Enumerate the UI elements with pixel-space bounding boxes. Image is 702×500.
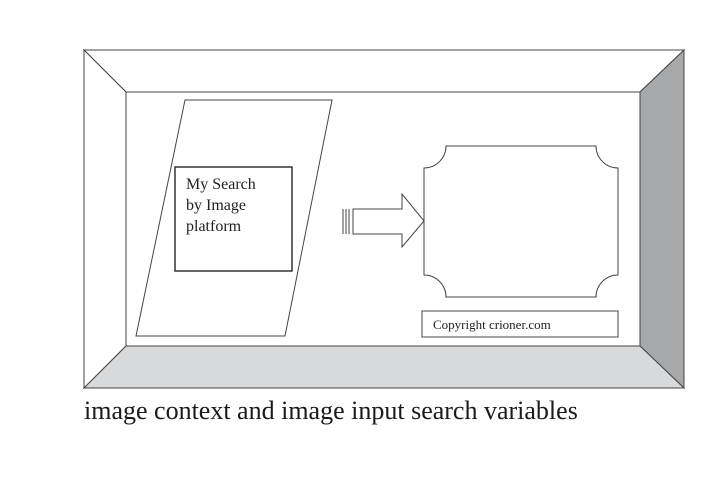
diagram-caption: image context and image input search var…	[84, 396, 578, 425]
output-image-frame	[423, 145, 619, 298]
frame-top-bevel	[82, 49, 686, 93]
input-box-line-3: platform	[186, 218, 242, 235]
input-box-line-2: by Image	[186, 197, 246, 214]
input-box-line-1: My Search	[186, 176, 256, 193]
copyright-text: Copyright crioner.com	[433, 317, 551, 332]
frame-outer-border	[83, 49, 685, 389]
frame-left-bevel	[83, 48, 127, 390]
copyright-box	[421, 310, 619, 338]
input-text-box	[174, 166, 293, 272]
frame-right-bevel	[639, 48, 685, 390]
frame-bottom-bevel	[82, 345, 686, 389]
right-arrow-icon	[342, 192, 425, 249]
